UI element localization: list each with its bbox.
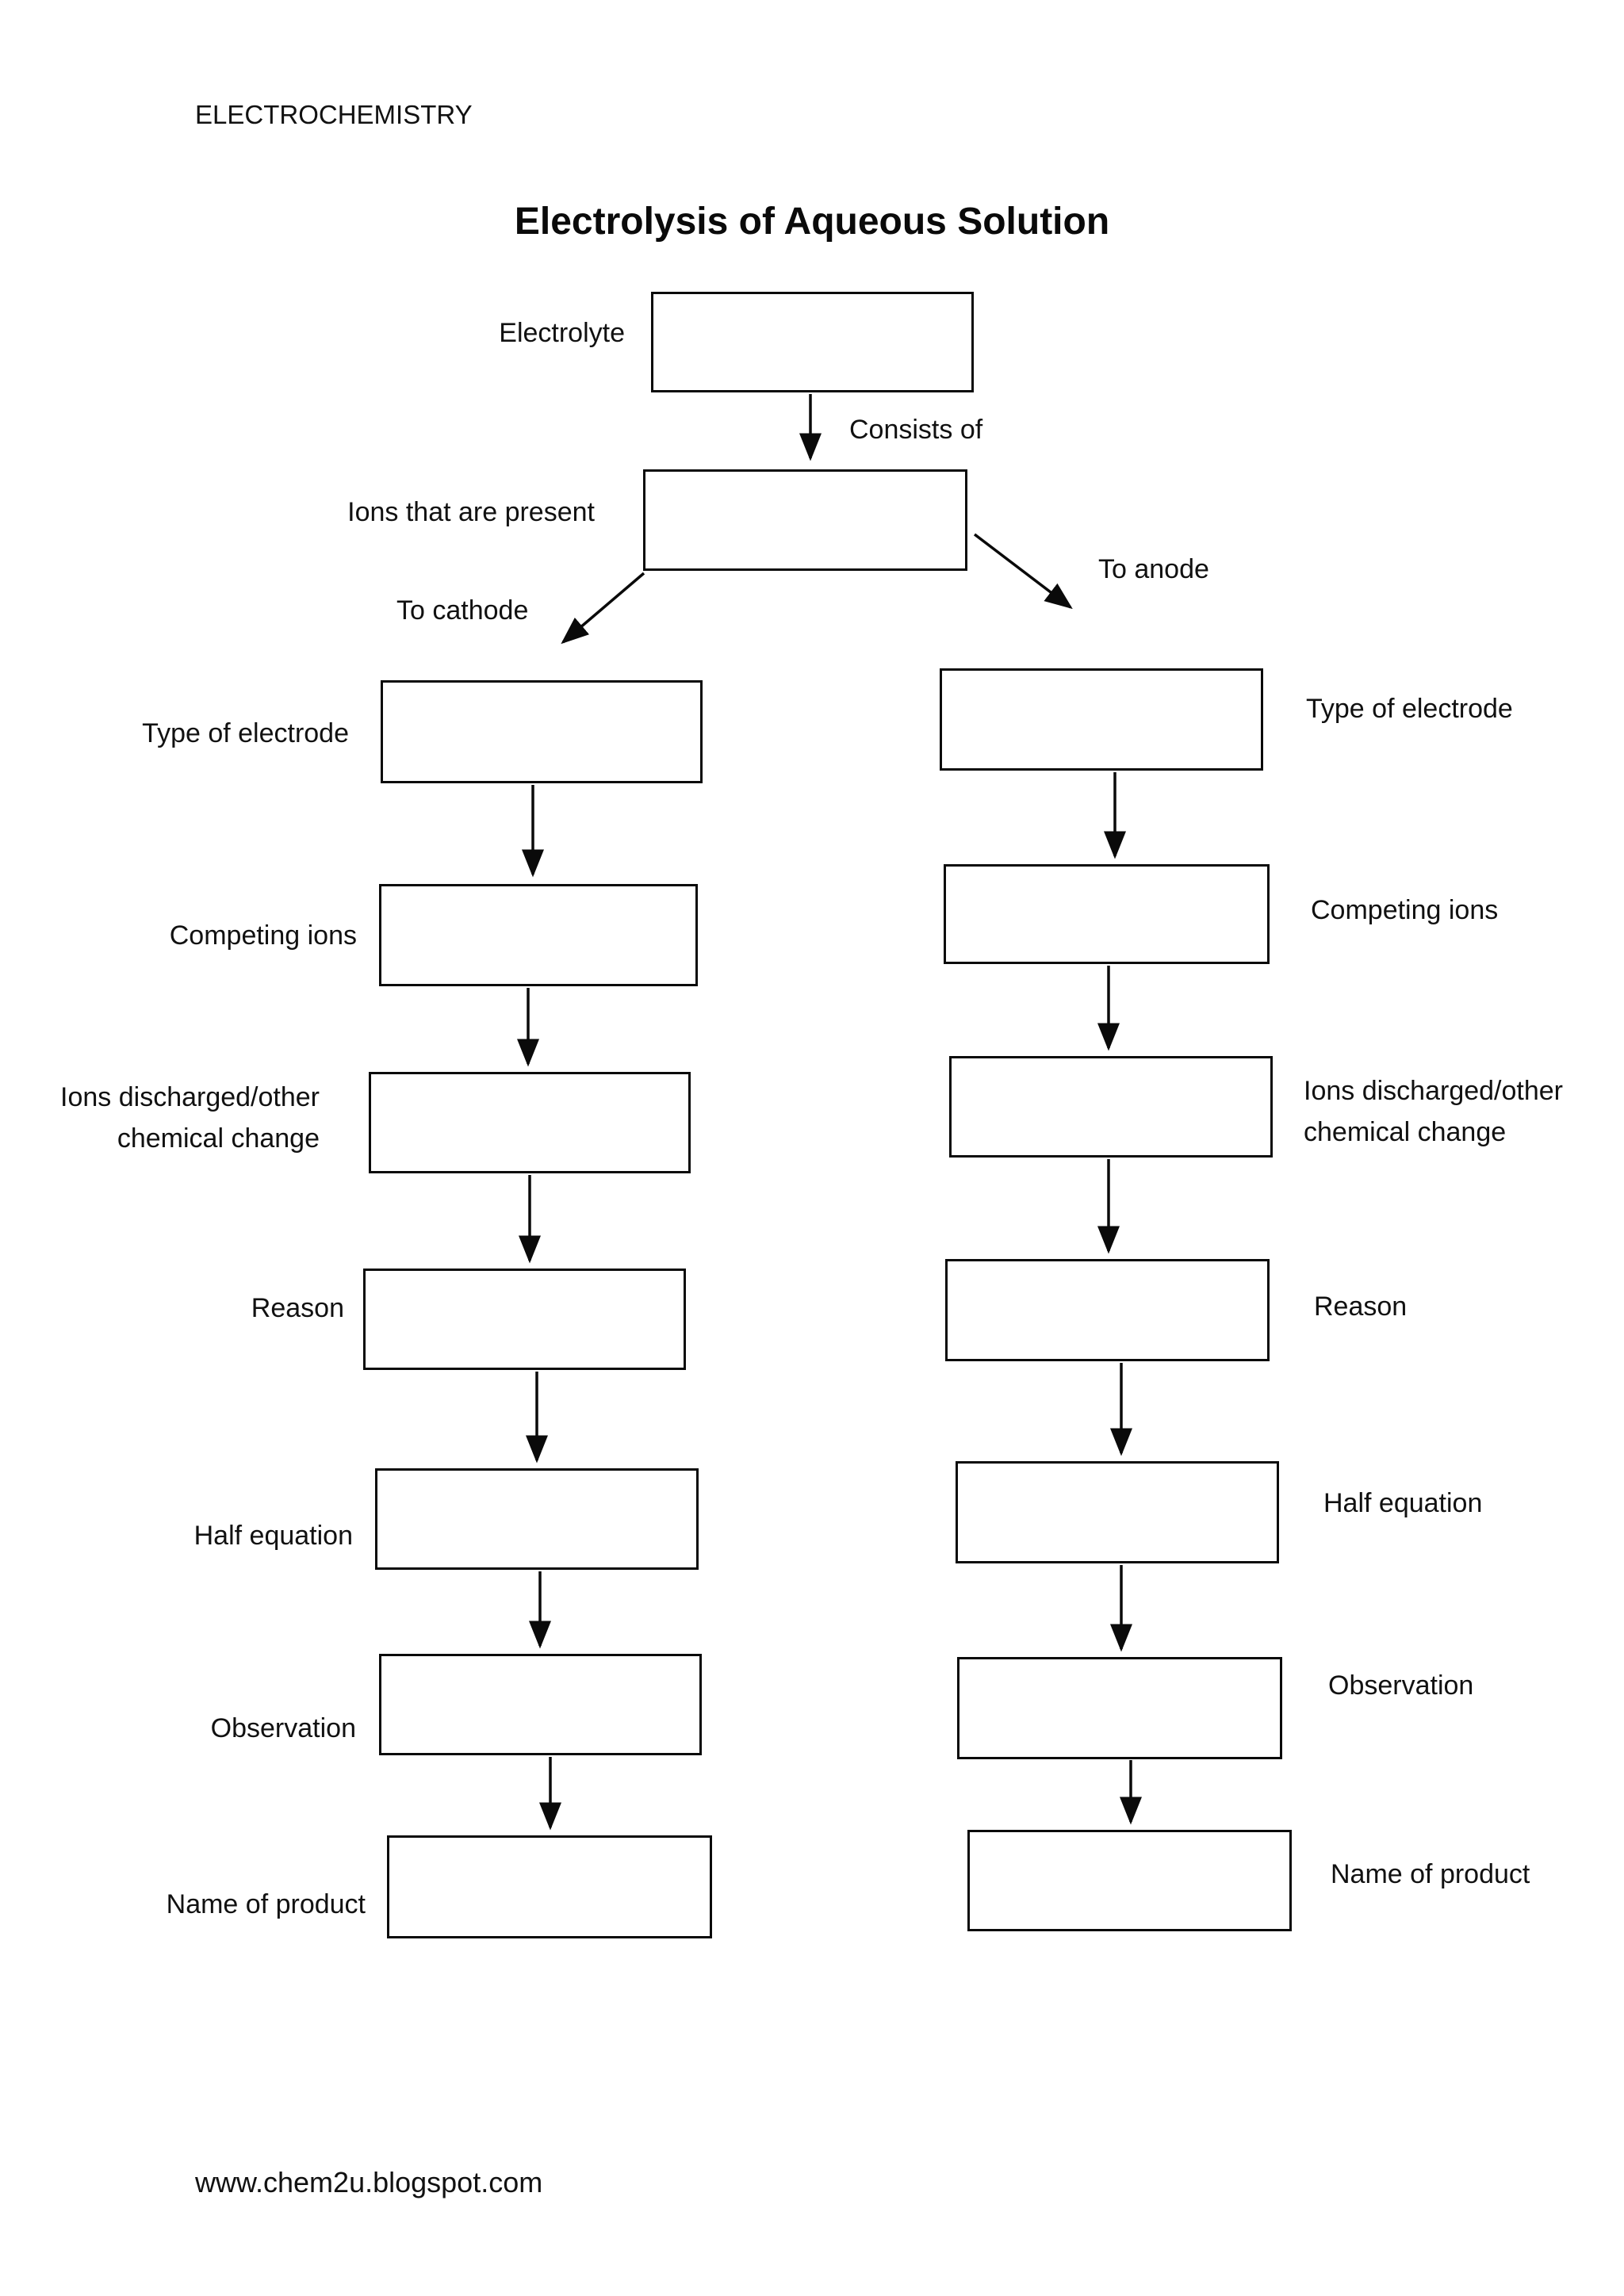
right-name-of-product-label: Name of product [1331, 1859, 1530, 1889]
left-half-equation-label: Half equation [193, 1521, 353, 1551]
left-competing-ions-label: Competing ions [169, 920, 357, 951]
left-reason-box [363, 1269, 686, 1370]
arrow-to-cathode [561, 572, 645, 645]
page-title: Electrolysis of Aqueous Solution [514, 201, 1110, 243]
ions-present-box [643, 469, 967, 571]
left-competing-ions-box [379, 884, 698, 986]
right-ions-discharged-box [949, 1056, 1273, 1158]
left-ions-discharged-box [369, 1072, 691, 1173]
left-type-of-electrode-label: Type of electrode [142, 718, 349, 748]
right-type-of-electrode-label: Type of electrode [1306, 694, 1513, 724]
left-ions-discharged-line1: Ions discharged/other [60, 1082, 320, 1112]
left-observation-label: Observation [210, 1713, 356, 1743]
right-competing-ions-label: Competing ions [1311, 895, 1499, 925]
electrolyte-box [651, 292, 974, 392]
right-name-of-product-box [967, 1830, 1292, 1931]
right-half-equation-label: Half equation [1323, 1488, 1483, 1518]
right-half-equation-box [956, 1461, 1279, 1563]
right-ions-discharged-line2: chemical change [1304, 1117, 1507, 1147]
left-ions-discharged-line2: chemical change [117, 1123, 320, 1154]
ions-present-label: Ions that are present [347, 497, 595, 527]
left-name-of-product-box [387, 1835, 712, 1938]
right-observation-box [957, 1657, 1282, 1759]
left-observation-box [379, 1654, 702, 1755]
right-competing-ions-box [944, 864, 1270, 964]
right-observation-label: Observation [1328, 1670, 1474, 1701]
arrow-to-anode [973, 533, 1073, 610]
right-ions-discharged-label: Ions discharged/other chemical change [1304, 1070, 1563, 1153]
left-reason-label: Reason [251, 1293, 344, 1323]
to-anode-label: To anode [1098, 554, 1209, 584]
electrolyte-label: Electrolyte [499, 318, 625, 348]
left-type-of-electrode-box [381, 680, 703, 783]
consists-of-label: Consists of [849, 415, 983, 445]
right-type-of-electrode-box [940, 668, 1263, 771]
footer-url: www.chem2u.blogspot.com [195, 2166, 543, 2198]
right-ions-discharged-line1: Ions discharged/other [1304, 1076, 1563, 1106]
right-reason-box [945, 1259, 1270, 1361]
to-cathode-label: To cathode [396, 595, 529, 626]
left-half-equation-box [375, 1468, 699, 1570]
left-ions-discharged-label: Ions discharged/other chemical change [60, 1077, 320, 1159]
right-reason-label: Reason [1314, 1292, 1408, 1322]
left-name-of-product-label: Name of product [166, 1889, 366, 1919]
page-header: ELECTROCHEMISTRY [195, 100, 473, 129]
